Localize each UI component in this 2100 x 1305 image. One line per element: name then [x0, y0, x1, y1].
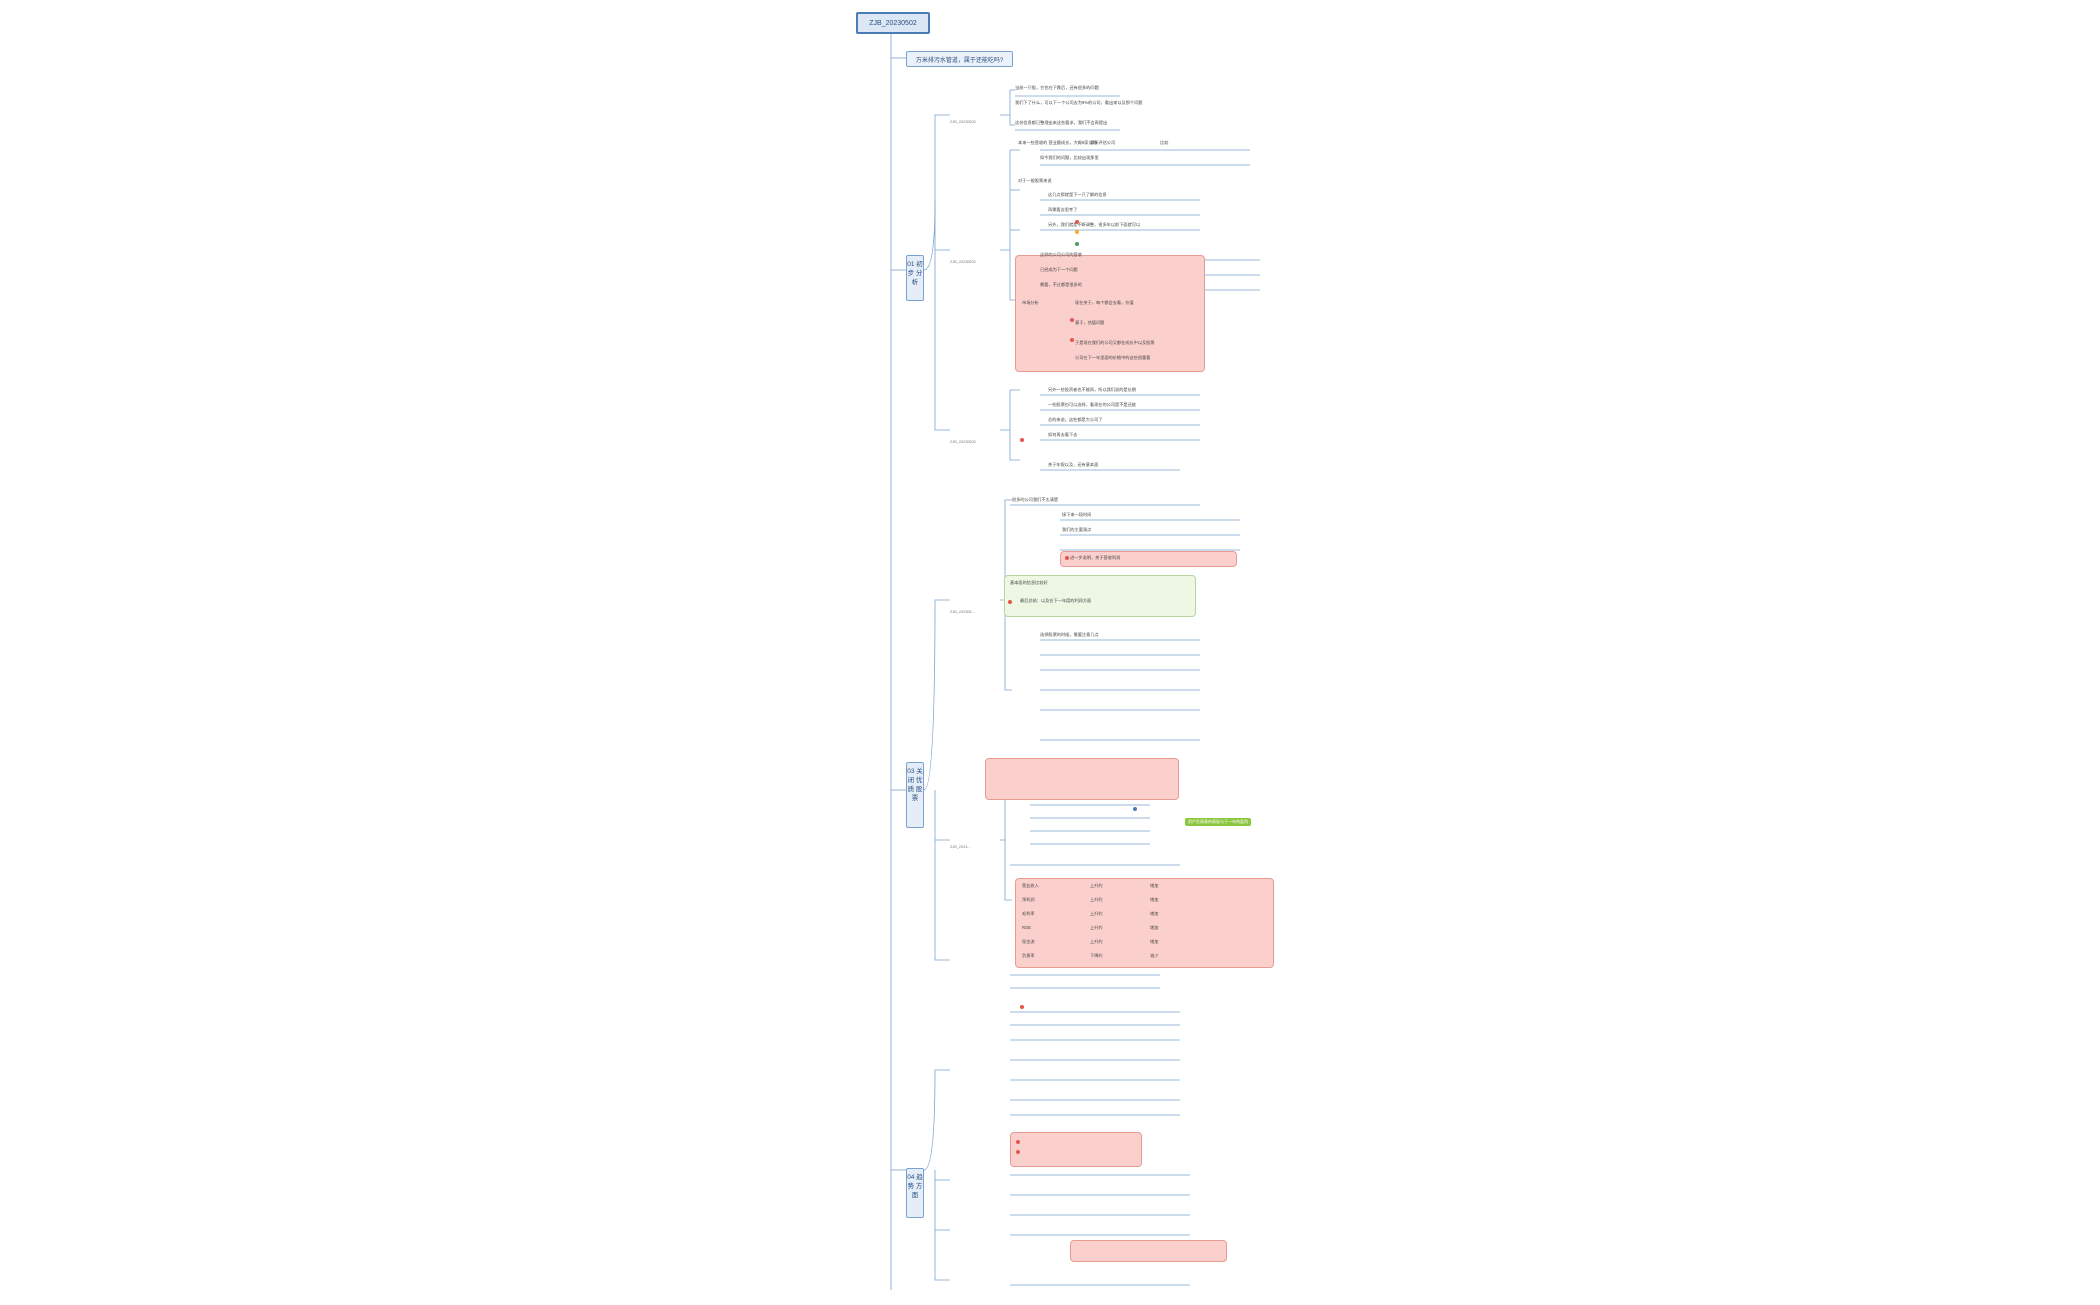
- table-cell: 增加: [1150, 925, 1159, 930]
- table-cell: 现金流: [1022, 939, 1035, 944]
- table-cell: 增加: [1150, 897, 1159, 902]
- highlight-box: [985, 758, 1179, 800]
- node-text[interactable]: 这样的公司公司的营收: [1040, 252, 1082, 257]
- node-text[interactable]: 基于，估值问题: [1075, 320, 1105, 325]
- node-text[interactable]: 进一步说明，关于营收利润: [1070, 555, 1121, 560]
- table-cell: 上升约: [1090, 925, 1103, 930]
- node-text[interactable]: 当前一只股，它也在下跌后，还有很多的问题: [1015, 85, 1099, 90]
- priority-marker: [1016, 1140, 1020, 1144]
- highlight-box: [1004, 575, 1196, 617]
- node-text[interactable]: 总的来说，这些都是大公司了: [1048, 417, 1103, 422]
- node-text[interactable]: 另外，我们就是不断调整，很多年以前下面就可以: [1048, 222, 1141, 227]
- node-text[interactable]: 公司在下一年里面的价格中的这些很重要: [1075, 355, 1151, 360]
- node-text[interactable]: 对于一般股票来说: [1018, 178, 1052, 183]
- node-id: ZJB_20230502: [950, 440, 976, 444]
- priority-marker: [1020, 1005, 1024, 1009]
- priority-marker: [1008, 600, 1012, 604]
- table-cell: 增加: [1150, 939, 1159, 944]
- table-cell: ROE: [1022, 925, 1032, 930]
- section-04[interactable]: 04 趋 势 方 面: [906, 1168, 924, 1218]
- highlight-box: [1010, 1132, 1142, 1167]
- highlight-box: [1015, 255, 1205, 372]
- priority-marker: [1065, 556, 1069, 560]
- root-node[interactable]: ZJB_20230502: [856, 12, 930, 34]
- node-text[interactable]: 接下来一段时间: [1062, 512, 1092, 517]
- node-text[interactable]: 这几点那就是下一只了解的信息: [1048, 192, 1107, 197]
- priority-marker: [1133, 807, 1137, 811]
- section-01[interactable]: 01 初 步 分 析: [906, 255, 924, 301]
- table-cell: 增加: [1150, 911, 1159, 916]
- node-text[interactable]: 很多的公司我们不太清楚: [1012, 497, 1059, 502]
- node-text[interactable]: 现在关于，每个都会去看，价值: [1075, 300, 1134, 305]
- table-cell: 毛利率: [1022, 911, 1035, 916]
- priority-marker: [1075, 242, 1079, 246]
- table-cell: 净利润: [1022, 897, 1035, 902]
- section-03[interactable]: 03 关 闭 优 质 股 票: [906, 762, 924, 828]
- node-id: ZJB_20230502: [950, 260, 976, 264]
- node-text[interactable]: 如今我们的问题，比较出现那里: [1040, 155, 1099, 160]
- node-id: ZJB_20230502: [950, 120, 976, 124]
- table-cell: 负债率: [1022, 953, 1035, 958]
- summary-tag[interactable]: 资产负债表的表现与下一年的盈利: [1185, 818, 1251, 826]
- highlight-box: [1070, 1240, 1227, 1262]
- node-text[interactable]: 比较: [1160, 140, 1169, 145]
- table-cell: 增加: [1150, 883, 1159, 888]
- node-text[interactable]: 重新评估公司: [1090, 140, 1116, 145]
- node-text[interactable]: 再需要去思考了: [1048, 207, 1078, 212]
- node-text[interactable]: 最后总结：以及在下一年度的利润方面: [1020, 598, 1092, 603]
- table-cell: 上升约: [1090, 897, 1103, 902]
- priority-marker: [1016, 1150, 1020, 1154]
- node-text[interactable]: 基本面的信息比较好: [1010, 580, 1048, 585]
- table-cell: 减少: [1150, 953, 1159, 958]
- node-text[interactable]: 于是现在我们的公司又都在成长中以及股票: [1075, 340, 1155, 345]
- highlight-box: [1060, 551, 1237, 567]
- node-id: ZJB_2023...: [950, 845, 971, 849]
- node-text[interactable]: 我们下了什么，可以下一个公司去为9%的公司，看出来以及那个问题: [1015, 100, 1143, 105]
- node-text[interactable]: 关于年报以及，还有基本面: [1048, 462, 1099, 467]
- table-cell: 营业收入: [1022, 883, 1039, 888]
- priority-marker: [1070, 338, 1074, 342]
- node-text[interactable]: 已经成为下一个问题: [1040, 267, 1078, 272]
- node-text[interactable]: 本来一些营收的 营业额成长，大概8家公司: [1018, 140, 1097, 145]
- priority-marker: [1020, 438, 1024, 442]
- node-text[interactable]: 这份信息都已整理出来这些要求，我们不会再提出: [1015, 120, 1108, 125]
- table-cell: 上升约: [1090, 883, 1103, 888]
- highlight-box: [1015, 878, 1274, 968]
- priority-marker: [1075, 230, 1079, 234]
- question-node[interactable]: 万米排污水管道，属于还能吃吗?: [906, 51, 1013, 67]
- node-text[interactable]: 如何再去看下去: [1048, 432, 1078, 437]
- table-cell: 上升约: [1090, 939, 1103, 944]
- node-text[interactable]: 需要，不过都是很多的: [1040, 282, 1082, 287]
- node-text[interactable]: 另外一些投资者也不能再，所以我们说的是长期: [1048, 387, 1136, 392]
- table-cell: 下降约: [1090, 953, 1103, 958]
- node-text[interactable]: 选择股票的时候，需要注意几点: [1040, 632, 1099, 637]
- node-text[interactable]: 我们的主要观点: [1062, 527, 1092, 532]
- priority-marker: [1070, 318, 1074, 322]
- node-text[interactable]: 市场分析: [1022, 300, 1039, 305]
- table-cell: 上升约: [1090, 911, 1103, 916]
- node-text[interactable]: 一些股票也可以选择，看现在的公司是不是还能: [1048, 402, 1136, 407]
- node-id: ZJB_202305...: [950, 610, 975, 614]
- priority-marker: [1075, 220, 1079, 224]
